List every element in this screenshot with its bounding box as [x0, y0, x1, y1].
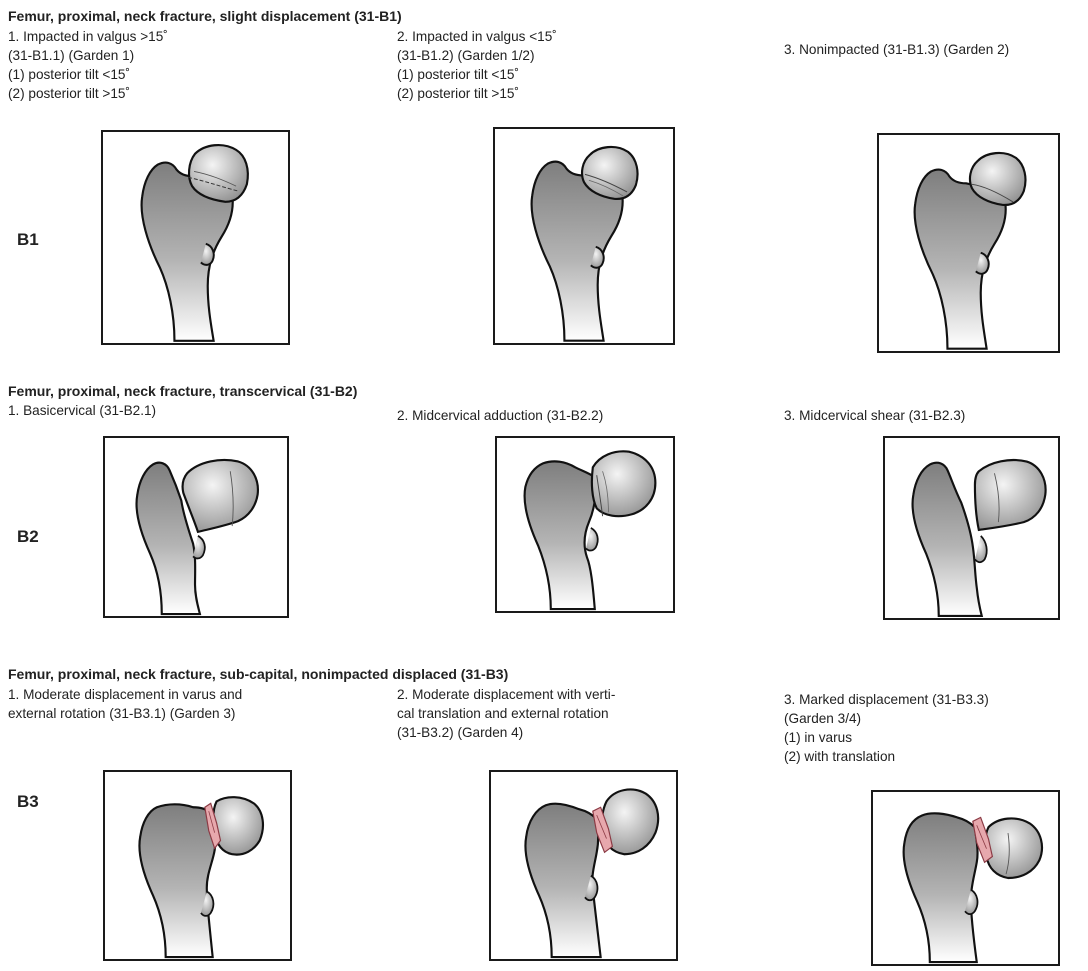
description-line: 2. Midcervical adduction (31-B2.2) — [397, 406, 603, 425]
description-line: (2) posterior tilt >15˚ — [8, 84, 168, 103]
section-title-b3: Femur, proximal, neck fracture, sub-capi… — [8, 666, 508, 682]
description-b3-3: 3. Marked displacement (31-B3.3) (Garden… — [784, 690, 989, 766]
row-label-b3: B3 — [17, 792, 39, 812]
femur-diagram-b1-2 — [493, 127, 675, 345]
description-line: (2) posterior tilt >15˚ — [397, 84, 557, 103]
section-title-b1: Femur, proximal, neck fracture, slight d… — [8, 8, 402, 24]
description-line: (1) in varus — [784, 728, 989, 747]
femur-diagram-b2-1 — [103, 436, 289, 618]
femur-diagram-b2-2 — [495, 436, 675, 613]
description-b2-2: 2. Midcervical adduction (31-B2.2) — [397, 406, 603, 425]
description-line: 3. Midcervical shear (31-B2.3) — [784, 406, 965, 425]
description-line: (1) posterior tilt <15˚ — [8, 65, 168, 84]
description-line: 3. Nonimpacted (31-B1.3) (Garden 2) — [784, 40, 1009, 59]
description-line: (2) with translation — [784, 747, 989, 766]
row-label-b2: B2 — [17, 527, 39, 547]
description-line: 2. Impacted in valgus <15˚ — [397, 27, 557, 46]
description-b1-3: 3. Nonimpacted (31-B1.3) (Garden 2) — [784, 40, 1009, 59]
description-b2-3: 3. Midcervical shear (31-B2.3) — [784, 406, 965, 425]
description-line: 3. Marked displacement (31-B3.3) — [784, 690, 989, 709]
description-line: (31-B1.1) (Garden 1) — [8, 46, 168, 65]
description-b3-2: 2. Moderate displacement with verti- cal… — [397, 685, 615, 742]
femur-diagram-b3-2 — [489, 770, 678, 961]
description-line: (31-B1.2) (Garden 1/2) — [397, 46, 557, 65]
section-title-b2: Femur, proximal, neck fracture, transcer… — [8, 383, 357, 399]
description-b3-1: 1. Moderate displacement in varus and ex… — [8, 685, 242, 723]
description-b2-1: 1. Basicervical (31-B2.1) — [8, 401, 156, 420]
description-line: 1. Moderate displacement in varus and — [8, 685, 242, 704]
femur-diagram-b1-1 — [101, 130, 290, 345]
description-line: (Garden 3/4) — [784, 709, 989, 728]
femur-diagram-b2-3 — [883, 436, 1060, 620]
description-b1-1: 1. Impacted in valgus >15˚ (31-B1.1) (Ga… — [8, 27, 168, 103]
femur-diagram-b3-3 — [871, 790, 1060, 966]
description-line: 1. Basicervical (31-B2.1) — [8, 401, 156, 420]
description-line: 2. Moderate displacement with verti- — [397, 685, 615, 704]
femur-diagram-b3-1 — [103, 770, 292, 961]
description-line: cal translation and external rotation — [397, 704, 615, 723]
description-line: (31-B3.2) (Garden 4) — [397, 723, 615, 742]
femur-diagram-b1-3 — [877, 133, 1060, 353]
description-line: (1) posterior tilt <15˚ — [397, 65, 557, 84]
description-line: external rotation (31-B3.1) (Garden 3) — [8, 704, 242, 723]
description-b1-2: 2. Impacted in valgus <15˚ (31-B1.2) (Ga… — [397, 27, 557, 103]
row-label-b1: B1 — [17, 230, 39, 250]
description-line: 1. Impacted in valgus >15˚ — [8, 27, 168, 46]
